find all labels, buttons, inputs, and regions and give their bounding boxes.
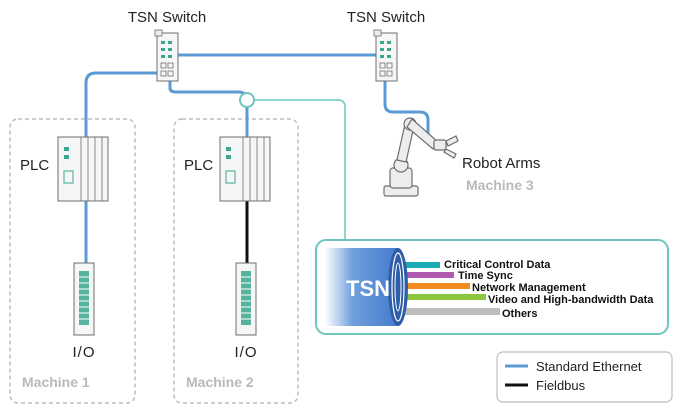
switch-2-label: TSN Switch	[347, 9, 425, 26]
robot-arm-icon	[383, 117, 459, 197]
io-1-label: I/O	[72, 344, 95, 361]
tsn-switch-2	[373, 29, 398, 82]
io-1-device	[73, 262, 95, 336]
switch-1-label: TSN Switch	[128, 9, 206, 26]
legend-ethernet-label: Standard Ethernet	[536, 359, 642, 374]
plc-1-label: PLC	[20, 157, 49, 174]
tsn-traffic-timesync: Time Sync	[458, 270, 513, 282]
machine-3-label: Machine 3	[466, 177, 534, 193]
tsn-label: TSN	[346, 276, 390, 301]
tsn-panel: TSN Critical Control Data Time Sync Netw…	[315, 239, 669, 335]
tsn-callout-line	[254, 99, 346, 240]
switch-plc2-link	[168, 78, 249, 140]
tsn-traffic-critical: Critical Control Data	[444, 259, 551, 271]
tsn-switch-1	[154, 29, 179, 82]
switch-plc1-link	[84, 71, 157, 140]
robot-arms-label: Robot Arms	[462, 155, 540, 172]
legend: Standard Ethernet Fieldbus	[496, 351, 673, 403]
machine-1-label: Machine 1	[22, 374, 90, 390]
switch-robot-link	[383, 80, 430, 135]
machine-2-label: Machine 2	[186, 374, 254, 390]
plc-2-device	[219, 136, 271, 202]
tsn-traffic-others: Others	[502, 308, 537, 320]
tsn-traffic-netmgmt: Network Management	[472, 282, 586, 294]
machine-1-box	[9, 118, 136, 404]
io-2-label: I/O	[234, 344, 257, 361]
tsn-magnifier-ring	[239, 92, 255, 108]
plc-1-device	[57, 136, 109, 202]
plc-2-label: PLC	[184, 157, 213, 174]
legend-fieldbus-label: Fieldbus	[536, 378, 586, 393]
tsn-traffic-video: Video and High-bandwidth Data	[488, 294, 654, 306]
tsn-traffic-lines	[398, 262, 500, 315]
tsn-cylinder-icon	[325, 248, 404, 326]
io-2-device	[235, 262, 257, 336]
machine-2-box	[173, 118, 299, 404]
